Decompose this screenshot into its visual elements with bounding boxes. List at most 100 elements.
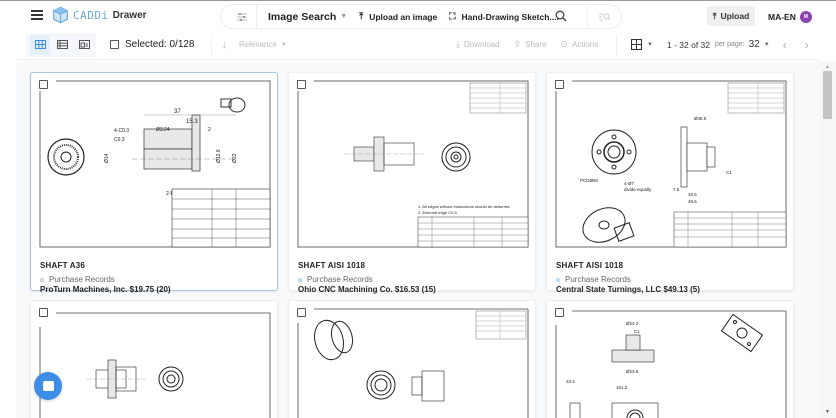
- svg-text:33.5: 33.5: [688, 192, 697, 197]
- top-bar: CADDi Drawer Image Search ▼ ⤒ Upload an …: [0, 0, 836, 30]
- shaft-drawing-image: [39, 312, 271, 418]
- card-checkbox[interactable]: [555, 308, 564, 317]
- part-title: SHAFT AISI 1018: [556, 261, 624, 270]
- search-icon[interactable]: [555, 10, 567, 25]
- card-checkbox[interactable]: [555, 80, 564, 89]
- scrollbar-thumb[interactable]: [823, 71, 832, 119]
- svg-text:7.5: 7.5: [673, 187, 680, 192]
- drawing-thumbnail[interactable]: 1. All edges without instructions should…: [294, 77, 530, 249]
- actions-label: Actions: [572, 40, 599, 49]
- detail-view-button[interactable]: [74, 35, 94, 55]
- sort-direction-icon[interactable]: ↓: [221, 38, 228, 51]
- chat-icon: [42, 381, 54, 391]
- result-card[interactable]: [30, 300, 278, 418]
- shaft-drawing-image: 37 15.3 Ø3.24 4-C0.3 C0.3 2 Ø14 Ø12.8 Ø2…: [36, 77, 271, 248]
- user-menu[interactable]: MA-EN M: [768, 11, 812, 23]
- svg-text:37: 37: [174, 109, 181, 115]
- page-range: 1 - 32 of 32: [667, 39, 711, 50]
- svg-text:C0.3: C0.3: [114, 137, 125, 143]
- share-button[interactable]: ⇪ Share: [514, 39, 547, 50]
- download-button[interactable]: ⤓ Download: [456, 39, 500, 50]
- download-label: Download: [463, 40, 500, 49]
- list-view-button[interactable]: [52, 35, 72, 55]
- share-label: Share: [525, 40, 547, 49]
- supplier-price: Ohio CNC Machining Co. $16.53 (15): [298, 285, 436, 294]
- menu-icon[interactable]: [31, 10, 43, 20]
- result-card[interactable]: 37 15.3 Ø3.24 4-C0.3 C0.3 2 Ø14 Ø12.8 Ø2…: [30, 72, 278, 294]
- scroll-down-icon[interactable]: ▼: [825, 409, 830, 415]
- result-card[interactable]: PCDØ60 4-Ø7 divide equally Ø45.5 7.5 33.…: [546, 72, 794, 294]
- scroll-up-icon[interactable]: ▲: [825, 64, 830, 70]
- detail-view-icon: [78, 40, 90, 49]
- more-circle-icon: ⊙: [560, 39, 569, 49]
- list-view-icon: [56, 40, 68, 49]
- supplier-price: Central State Turnings, LLC $49.13 (5): [556, 285, 700, 294]
- svg-text:4-C0.3: 4-C0.3: [114, 128, 129, 134]
- card-meta: SHAFT AISI 1018 Purchase Records Central…: [547, 249, 793, 294]
- drawing-thumbnail[interactable]: Ø24.2 C1 Ø23.6 161.2 33.4: [552, 305, 788, 418]
- svg-text:PCDØ60: PCDØ60: [580, 178, 599, 183]
- card-meta: SHAFT AISI 1018 Purchase Records Ohio CN…: [289, 249, 535, 294]
- drawing-thumbnail[interactable]: [294, 305, 530, 418]
- chevron-down-icon[interactable]: ▼: [763, 41, 770, 48]
- upload-label: Upload: [720, 11, 750, 21]
- cube-logo-icon: [53, 6, 68, 24]
- result-card[interactable]: Ø24.2 C1 Ø23.6 161.2 33.4: [546, 300, 794, 418]
- chevron-down-icon: ▼: [340, 13, 348, 20]
- result-card[interactable]: 1. All edges without instructions should…: [288, 72, 536, 294]
- upload-icon: ⤒: [712, 10, 717, 21]
- app-name: Drawer: [112, 9, 147, 21]
- grid-view-button[interactable]: [30, 34, 50, 55]
- search-mode-label: Image Search: [268, 10, 337, 23]
- upload-icon: ⤒: [359, 11, 364, 21]
- drawing-thumbnail[interactable]: 37 15.3 Ø3.24 4-C0.3 C0.3 2 Ø14 Ø12.8 Ø2…: [36, 77, 272, 249]
- filter-sliders-icon[interactable]: [227, 5, 257, 28]
- svg-text:33.4: 33.4: [566, 379, 575, 384]
- category-marker-icon: [556, 277, 560, 282]
- hand-drawing-sketch-button[interactable]: ⛶ Hand-Drawing Sketch....: [449, 11, 559, 22]
- select-all-checkbox[interactable]: [110, 40, 119, 49]
- svg-text:161.2: 161.2: [616, 385, 628, 390]
- chat-support-button[interactable]: [34, 372, 62, 400]
- chevron-down-icon: ▼: [280, 41, 287, 48]
- shaft-drawing-image: 1. All edges without instructions should…: [294, 77, 529, 248]
- upload-image-button[interactable]: ⤒ Upload an image: [359, 11, 437, 22]
- pagination: 1 - 32 of 32 per page: 32 ▼ ‹ ›: [667, 38, 809, 52]
- per-page-label: per page:: [715, 41, 745, 48]
- card-checkbox[interactable]: [297, 80, 306, 89]
- drawing-thumbnail[interactable]: PCDØ60 4-Ø7 divide equally Ø45.5 7.5 33.…: [552, 77, 788, 249]
- logo[interactable]: CADDi Drawer: [52, 6, 147, 24]
- grid-size-dropdown[interactable]: ▼: [616, 34, 653, 55]
- scrollbar[interactable]: ▲ ▼: [820, 61, 836, 418]
- part-title: SHAFT AISI 1018: [298, 261, 366, 270]
- per-page-select[interactable]: 32: [748, 39, 760, 50]
- svg-text:4-Ø7: 4-Ø7: [624, 181, 635, 186]
- text-search-icon[interactable]: [587, 7, 611, 27]
- svg-text:C1: C1: [634, 329, 640, 334]
- next-page-button[interactable]: ›: [804, 37, 809, 52]
- grid-view-icon: [34, 40, 46, 49]
- category-label: Purchase Records: [298, 275, 526, 284]
- prev-page-button[interactable]: ‹: [782, 37, 787, 52]
- hand-drawing-label: Hand-Drawing Sketch....: [461, 11, 559, 22]
- part-title: SHAFT A36: [40, 261, 86, 270]
- bulk-actions: ⤓ Download ⇪ Share ⊙ Actions: [456, 39, 612, 50]
- svg-text:Ø23.6: Ø23.6: [626, 369, 639, 374]
- upload-image-label: Upload an image: [369, 11, 438, 22]
- bushing-drawing-image: [297, 308, 529, 418]
- search-mode-dropdown[interactable]: Image Search ▼: [268, 11, 347, 23]
- result-card[interactable]: [288, 300, 536, 418]
- upload-button[interactable]: ⤒ Upload: [707, 6, 755, 26]
- category-marker-icon: [298, 277, 302, 282]
- card-checkbox[interactable]: [39, 308, 48, 317]
- actions-button[interactable]: ⊙ Actions: [560, 39, 598, 50]
- svg-text:15.3: 15.3: [186, 119, 198, 125]
- category-label: Purchase Records: [40, 275, 268, 284]
- card-checkbox[interactable]: [297, 308, 306, 317]
- sort-control[interactable]: ↓ Relevance ▼: [222, 39, 287, 51]
- drawing-thumbnail[interactable]: [36, 305, 272, 418]
- svg-text:Ø3.24: Ø3.24: [156, 127, 170, 133]
- select-all[interactable]: Selected: 0/128: [110, 39, 195, 50]
- flange-shaft-drawing-image: PCDØ60 4-Ø7 divide equally Ø45.5 7.5 33.…: [552, 77, 787, 248]
- card-checkbox[interactable]: [39, 80, 48, 89]
